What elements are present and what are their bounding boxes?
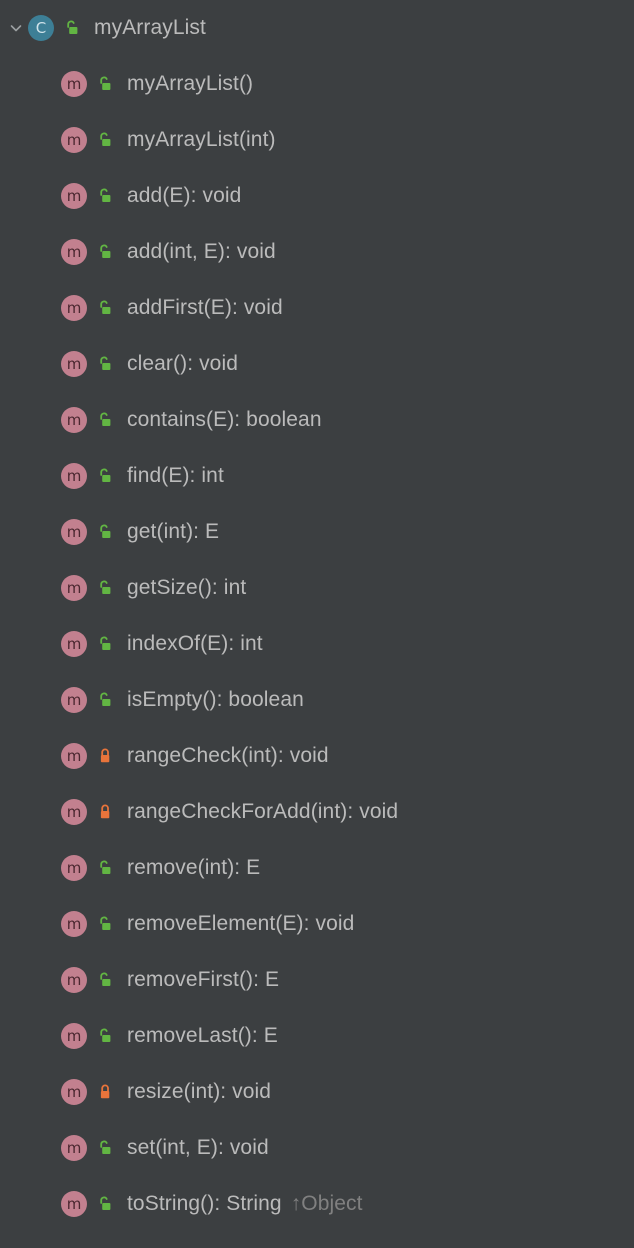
public-unlocked-padlock-icon (97, 1195, 113, 1213)
tree-row-method[interactable]: m rangeCheck(int): void (0, 728, 634, 784)
method-signature-label: isEmpty(): boolean (127, 688, 304, 711)
method-badge-icon: m (61, 127, 87, 153)
method-signature-label: add(E): void (127, 184, 242, 207)
method-badge-icon: m (61, 1135, 87, 1161)
override-source-marker: ↑Object (290, 1192, 363, 1215)
tree-row-method[interactable]: m remove(int): E (0, 840, 634, 896)
tree-row-method[interactable]: m rangeCheckForAdd(int): void (0, 784, 634, 840)
tree-row-method[interactable]: m toString(): String ↑Object (0, 1176, 634, 1232)
method-signature-label: toString(): String (127, 1192, 282, 1215)
method-badge-icon: m (61, 407, 87, 433)
class-badge-icon: C (28, 15, 54, 41)
public-unlocked-padlock-icon (97, 355, 113, 373)
tree-row-method[interactable]: m indexOf(E): int (0, 616, 634, 672)
method-badge-icon: m (61, 967, 87, 993)
public-unlocked-padlock-icon (97, 691, 113, 709)
tree-row-method[interactable]: m getSize(): int (0, 560, 634, 616)
method-badge-icon: m (61, 463, 87, 489)
private-locked-padlock-icon (97, 1083, 113, 1101)
tree-row-method[interactable]: m add(int, E): void (0, 224, 634, 280)
method-badge-icon: m (61, 799, 87, 825)
tree-row-method[interactable]: m myArrayList() (0, 56, 634, 112)
method-signature-label: myArrayList() (127, 72, 254, 95)
method-signature-label: resize(int): void (127, 1080, 272, 1103)
tree-row-method[interactable]: m add(E): void (0, 168, 634, 224)
method-signature-label: clear(): void (127, 352, 238, 375)
public-unlocked-padlock-icon (64, 19, 80, 37)
method-badge-icon: m (61, 1023, 87, 1049)
public-unlocked-padlock-icon (97, 971, 113, 989)
tree-row-method[interactable]: m set(int, E): void (0, 1120, 634, 1176)
public-unlocked-padlock-icon (97, 1139, 113, 1157)
public-unlocked-padlock-icon (97, 411, 113, 429)
method-badge-icon: m (61, 575, 87, 601)
public-unlocked-padlock-icon (97, 75, 113, 93)
tree-row-method[interactable]: m addFirst(E): void (0, 280, 634, 336)
method-signature-label: set(int, E): void (127, 1136, 269, 1159)
public-unlocked-padlock-icon (97, 299, 113, 317)
private-locked-padlock-icon (97, 747, 113, 765)
method-badge-icon: m (61, 631, 87, 657)
tree-row-method[interactable]: m removeLast(): E (0, 1008, 634, 1064)
class-name-label: myArrayList (94, 16, 206, 39)
method-badge-icon: m (61, 687, 87, 713)
method-signature-label: get(int): E (127, 520, 220, 543)
public-unlocked-padlock-icon (97, 187, 113, 205)
method-signature-label: rangeCheckForAdd(int): void (127, 800, 399, 823)
method-signature-label: indexOf(E): int (127, 632, 263, 655)
public-unlocked-padlock-icon (97, 1027, 113, 1045)
chevron-down-icon[interactable] (4, 0, 28, 56)
method-signature-label: addFirst(E): void (127, 296, 283, 319)
method-signature-label: removeLast(): E (127, 1024, 278, 1047)
method-badge-icon: m (61, 519, 87, 545)
method-badge-icon: m (61, 743, 87, 769)
method-signature-label: add(int, E): void (127, 240, 276, 263)
public-unlocked-padlock-icon (97, 131, 113, 149)
public-unlocked-padlock-icon (97, 523, 113, 541)
method-signature-label: removeFirst(): E (127, 968, 280, 991)
method-signature-label: removeElement(E): void (127, 912, 355, 935)
tree-row-method[interactable]: m find(E): int (0, 448, 634, 504)
method-signature-label: myArrayList(int) (127, 128, 276, 151)
tree-row-method[interactable]: m removeElement(E): void (0, 896, 634, 952)
public-unlocked-padlock-icon (97, 915, 113, 933)
tree-row-method[interactable]: m myArrayList(int) (0, 112, 634, 168)
tree-row-method[interactable]: m resize(int): void (0, 1064, 634, 1120)
method-signature-label: remove(int): E (127, 856, 261, 879)
public-unlocked-padlock-icon (97, 579, 113, 597)
method-signature-label: find(E): int (127, 464, 224, 487)
method-signature-label: getSize(): int (127, 576, 247, 599)
method-badge-icon: m (61, 855, 87, 881)
method-badge-icon: m (61, 295, 87, 321)
method-badge-icon: m (61, 1079, 87, 1105)
tree-row-method[interactable]: m removeFirst(): E (0, 952, 634, 1008)
tree-row-method[interactable]: m isEmpty(): boolean (0, 672, 634, 728)
method-badge-icon: m (61, 351, 87, 377)
private-locked-padlock-icon (97, 803, 113, 821)
tree-row-method[interactable]: m clear(): void (0, 336, 634, 392)
method-badge-icon: m (61, 239, 87, 265)
method-signature-label: rangeCheck(int): void (127, 744, 329, 767)
tree-row-method[interactable]: m get(int): E (0, 504, 634, 560)
method-badge-icon: m (61, 911, 87, 937)
tree-row-method[interactable]: m contains(E): boolean (0, 392, 634, 448)
public-unlocked-padlock-icon (97, 243, 113, 261)
method-badge-icon: m (61, 71, 87, 97)
method-badge-icon: m (61, 1191, 87, 1217)
public-unlocked-padlock-icon (97, 635, 113, 653)
method-badge-icon: m (61, 183, 87, 209)
members-list: m myArrayList() m myArrayList(int) m add(E): … (0, 56, 634, 1232)
public-unlocked-padlock-icon (97, 467, 113, 485)
tree-row-class-root[interactable]: C myArrayList (0, 0, 634, 56)
public-unlocked-padlock-icon (97, 859, 113, 877)
method-signature-label: contains(E): boolean (127, 408, 322, 431)
